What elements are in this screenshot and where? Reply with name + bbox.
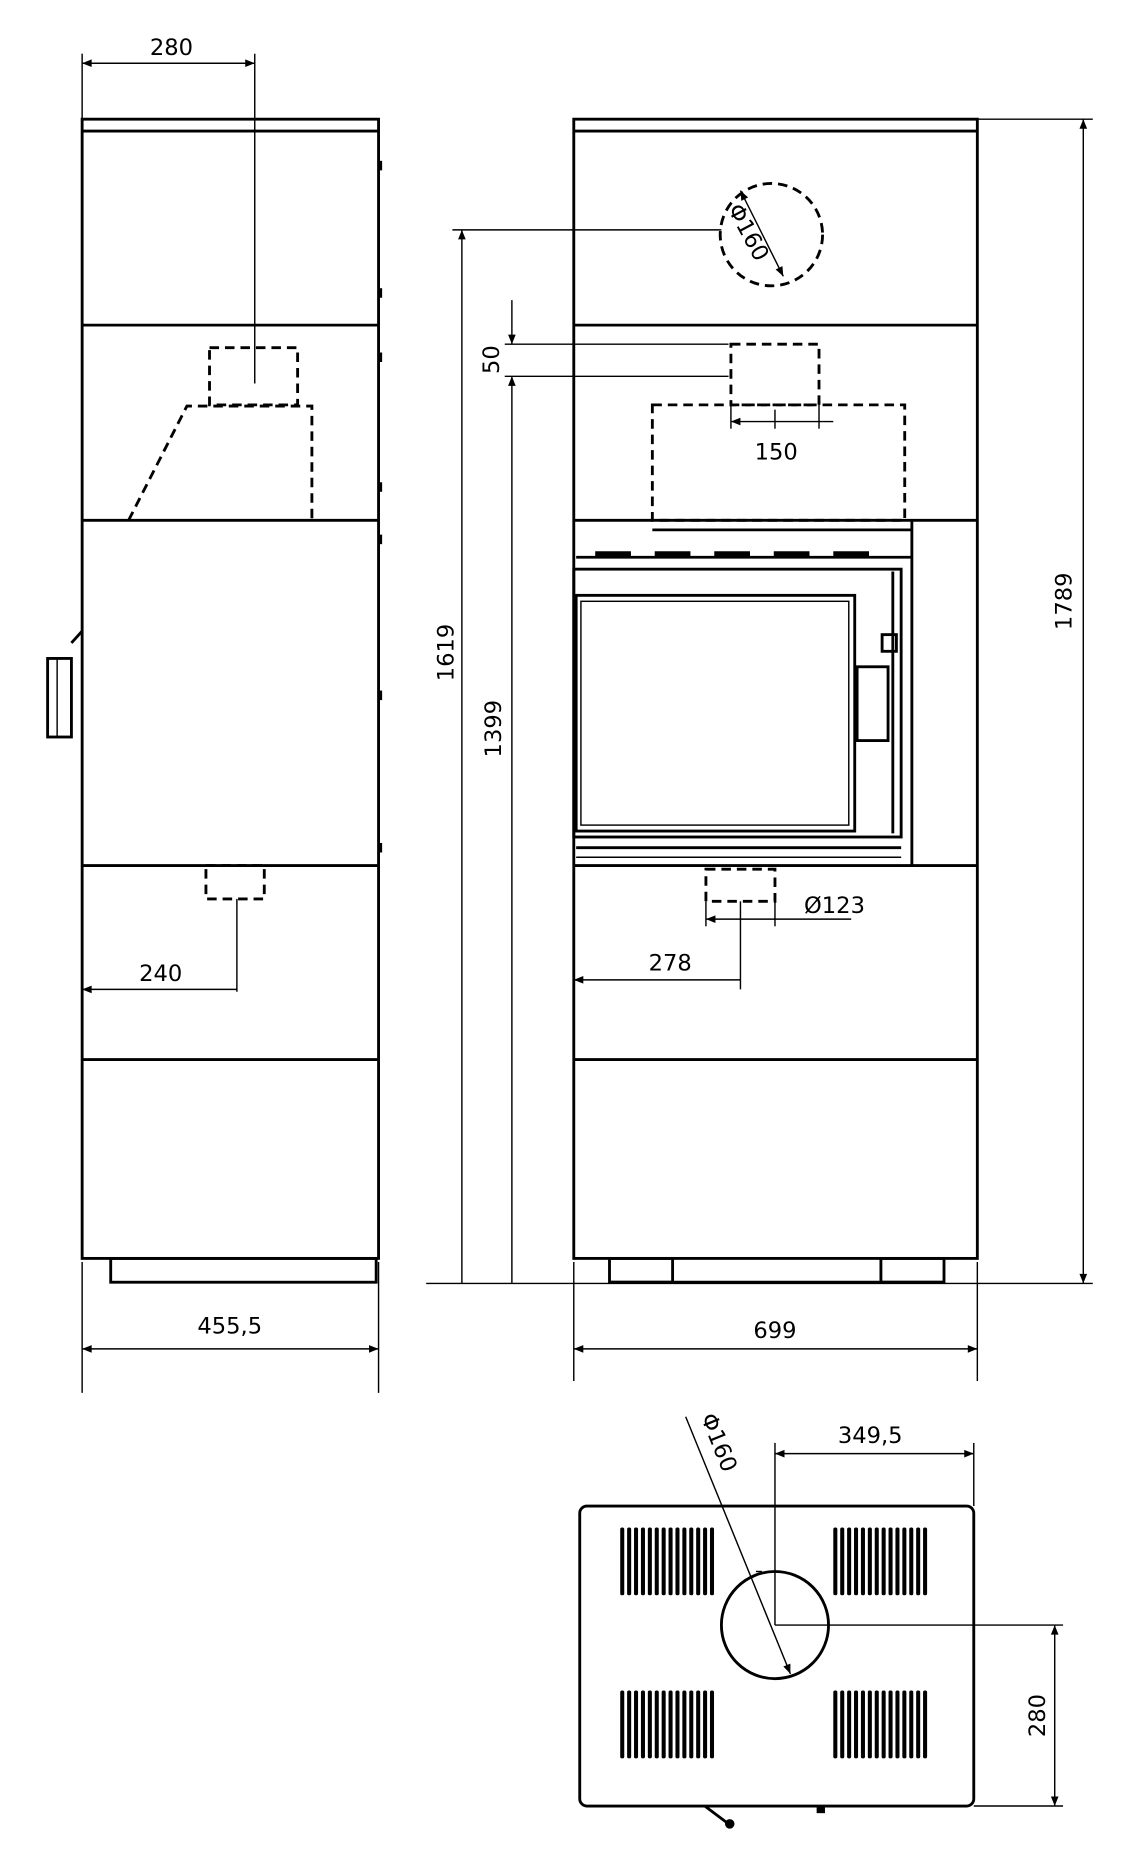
vent-grille	[833, 1527, 928, 1596]
front-plinth	[608, 1256, 946, 1284]
vent-slot	[833, 1527, 838, 1596]
vent-slot	[661, 1690, 666, 1759]
vent-slot	[895, 1690, 900, 1759]
vent-slot	[696, 1690, 701, 1759]
vent-slot	[661, 1527, 666, 1596]
vent-slot	[847, 1690, 852, 1759]
vent-slot	[854, 1690, 859, 1759]
vent-slot	[627, 1690, 632, 1759]
vent-slot	[634, 1527, 639, 1596]
vent-slot	[709, 1690, 715, 1759]
vent-slot	[902, 1690, 907, 1759]
vent-slot	[675, 1527, 680, 1596]
vent-slot	[620, 1690, 625, 1759]
vent-grilles	[620, 1527, 928, 1759]
vent-slot	[647, 1527, 652, 1596]
vent-slot	[682, 1527, 687, 1596]
vent-slot	[640, 1690, 645, 1759]
dim-front-flue-diameter: Φ160	[722, 200, 774, 266]
vent-slot	[703, 1527, 708, 1596]
side-knobs	[378, 160, 383, 853]
vent-slot	[634, 1690, 639, 1759]
vent-slot	[640, 1527, 645, 1596]
dim-front-air-inlet-offset: 278	[649, 950, 692, 976]
vent-slot	[874, 1527, 879, 1596]
dim-front-rear-outlet-height: 1619	[434, 624, 460, 682]
vent-slot	[703, 1690, 708, 1759]
vent-slot	[888, 1527, 893, 1596]
vent-slot	[668, 1690, 673, 1759]
dim-side-depth: 455,5	[197, 1313, 262, 1339]
vent-slot	[888, 1690, 893, 1759]
vent-slot	[916, 1690, 921, 1759]
front-flue-hidden	[718, 182, 825, 288]
dim-front-width: 699	[753, 1318, 796, 1344]
dim-side-inlet-offset: 240	[139, 961, 182, 987]
vent-slot	[620, 1527, 625, 1596]
dim-front-top-outlet-height: 1399	[481, 700, 507, 758]
vent-slot	[682, 1690, 687, 1759]
vent-slot	[874, 1690, 879, 1759]
front-firebox-hidden	[650, 403, 907, 522]
firebox-door	[572, 520, 914, 866]
vent-slot	[923, 1527, 928, 1596]
side-air-inlet-hidden	[204, 864, 266, 901]
side-handle	[46, 630, 84, 739]
vent-slot	[923, 1690, 928, 1759]
vent-slot	[867, 1690, 872, 1759]
dim-side-flue-offset: 280	[150, 35, 193, 61]
vent-slot	[668, 1527, 673, 1596]
vent-slot	[654, 1527, 659, 1596]
dim-front-top-outlet-width: 150	[755, 440, 798, 466]
vent-slot	[840, 1690, 845, 1759]
vent-slot	[881, 1527, 886, 1596]
vent-slot	[847, 1527, 852, 1596]
vent-grille	[620, 1690, 715, 1759]
vent-slot	[902, 1527, 907, 1596]
side-top-outlet-hidden	[208, 346, 300, 407]
vent-slot	[916, 1527, 921, 1596]
vent-slot	[860, 1690, 865, 1759]
vent-grille	[833, 1690, 928, 1759]
dim-front-air-inlet-diameter: Ø123	[804, 893, 865, 919]
front-air-inlet-hidden	[704, 867, 777, 903]
vent-slot	[895, 1527, 900, 1596]
side-firebox-hidden	[127, 404, 314, 522]
vent-slot	[627, 1527, 632, 1596]
top-door-handle	[703, 1804, 825, 1829]
dim-front-top-outlet-offset: 50	[479, 345, 505, 374]
vent-slot	[881, 1690, 886, 1759]
dim-front-total-height: 1789	[1051, 573, 1077, 631]
vent-slot	[696, 1527, 701, 1596]
vent-slot	[840, 1527, 845, 1596]
vent-slot	[675, 1690, 680, 1759]
vent-slot	[867, 1527, 872, 1596]
side-view: 280 240 455,5	[46, 35, 383, 1393]
top-view: Φ160 349,5 280	[578, 1410, 1064, 1829]
vent-slot	[909, 1527, 914, 1596]
front-view: Φ160 1619 50 1399 150 Ø123 278 1789	[426, 117, 1093, 1382]
vent-slot	[860, 1527, 865, 1596]
dim-top-flue-x: 349,5	[838, 1423, 903, 1449]
vent-slot	[689, 1690, 694, 1759]
vent-slot	[654, 1690, 659, 1759]
vent-grille	[620, 1527, 715, 1596]
front-top-outlet-hidden	[729, 342, 821, 407]
dim-top-flue-y: 280	[1025, 1694, 1051, 1737]
vent-slot	[647, 1690, 652, 1759]
dim-top-flue-diameter: Φ160	[695, 1410, 742, 1476]
vent-slot	[909, 1690, 914, 1759]
vent-slot	[854, 1527, 859, 1596]
vent-slot	[833, 1690, 838, 1759]
vent-slot	[689, 1527, 694, 1596]
vent-slot	[709, 1527, 715, 1596]
